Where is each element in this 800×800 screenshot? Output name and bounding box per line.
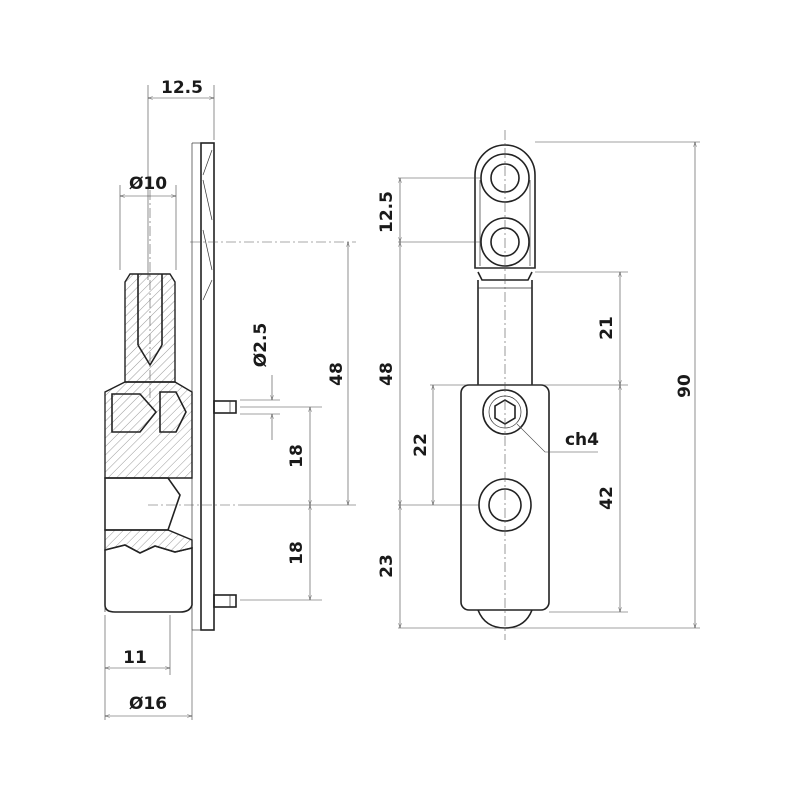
- dim-body-diameter: Ø16: [129, 694, 167, 714]
- dim-overall-90: 90: [675, 374, 695, 398]
- upper-screw: [213, 400, 237, 414]
- dim-length-11: 11: [123, 648, 147, 668]
- dim-plate-offset: 12.5: [161, 78, 203, 98]
- dim-pin-diameter: Ø10: [129, 174, 167, 194]
- dim-inner-22: 22: [411, 433, 431, 457]
- dim-neck-21: 21: [597, 316, 617, 340]
- dim-hole-diameter: Ø2.5: [251, 323, 271, 368]
- dim-body-42: 42: [597, 486, 617, 510]
- mounting-plate: [191, 142, 215, 631]
- dim-upper-48: 48: [377, 362, 397, 386]
- roller-arm: [474, 144, 536, 269]
- lower-screw: [213, 594, 237, 608]
- dim-spacing-upper: 18: [287, 444, 307, 468]
- main-body-section: [104, 381, 193, 613]
- dim-roller-pitch: 12.5: [377, 191, 397, 233]
- neck: [477, 271, 533, 385]
- front-view: 12.5 48 23 22 21 42 90 ch4: [377, 130, 700, 640]
- dim-height-48: 48: [327, 362, 347, 386]
- side-view: 12.5 Ø10 Ø2.5 48 18 18 11 Ø16: [104, 78, 356, 720]
- dim-lower-23: 23: [377, 554, 397, 578]
- dim-spacing-lower: 18: [287, 541, 307, 565]
- socket-callout: ch4: [565, 430, 599, 450]
